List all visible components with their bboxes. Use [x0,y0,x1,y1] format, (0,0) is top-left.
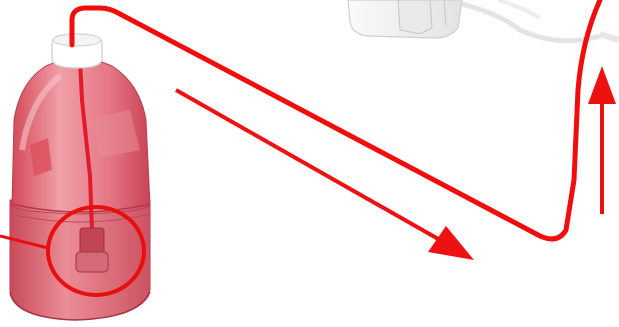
flow-arrow-down [175,88,474,260]
device-housing [347,0,619,44]
flow-arrow-up [588,66,616,214]
flow-tube [69,0,603,242]
filter-callout-circle [46,205,146,297]
bottle-cap [51,33,103,69]
reservoir-bottle [9,59,151,321]
callout-leader-line [0,234,49,250]
